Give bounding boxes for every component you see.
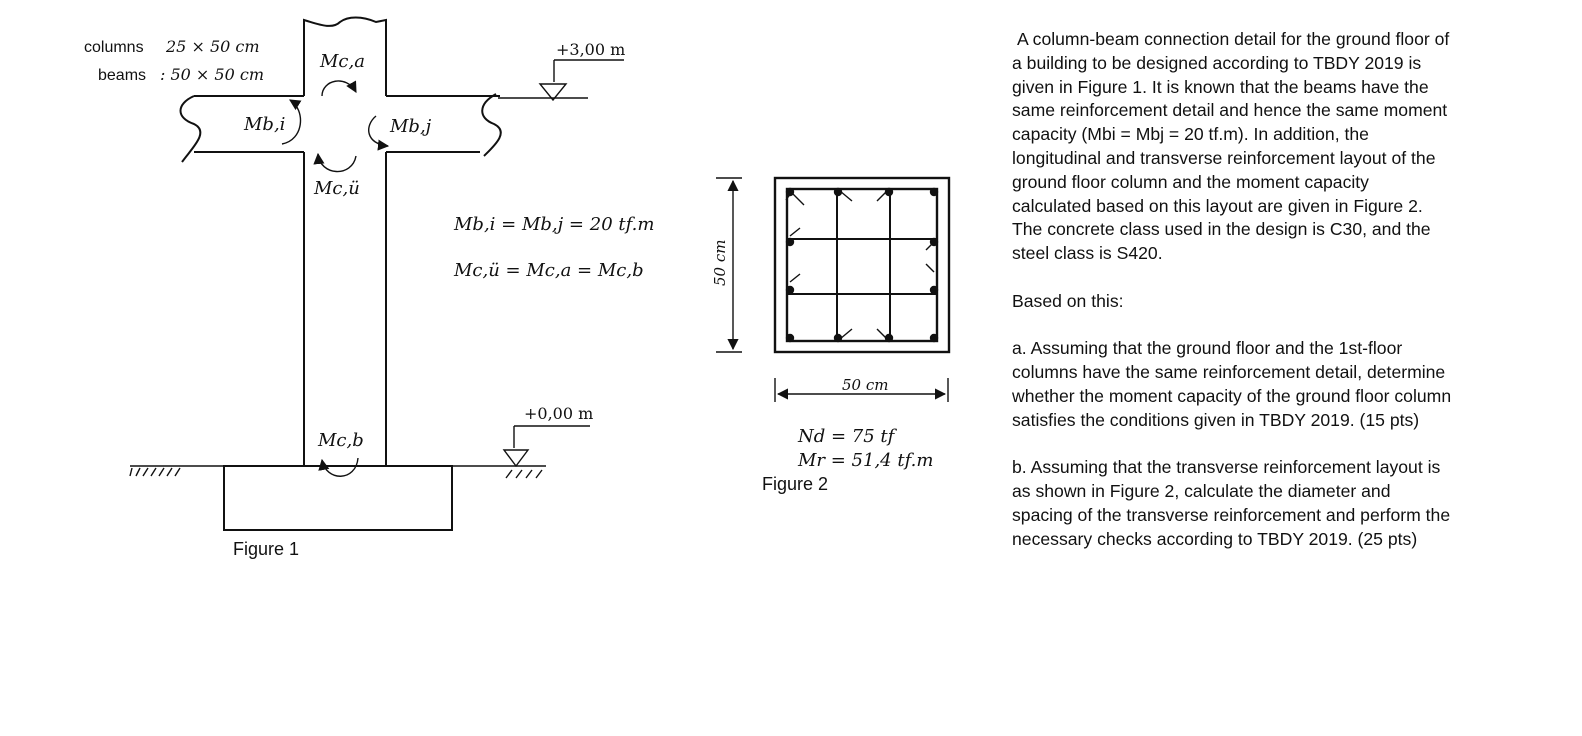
elevation-top-label: +3,00 m [556, 40, 625, 59]
upper-column [303, 16, 387, 96]
height-dimension: 50 cm [711, 177, 742, 353]
lower-column [303, 152, 387, 466]
beam-break-right [481, 93, 502, 157]
problem-based-on: Based on this: [1012, 290, 1124, 311]
equation-beam-moments: Mb,i = Mb,j = 20 tf.m [453, 214, 654, 235]
axial-load-label: Nd = 75 tf [797, 426, 898, 447]
beams-size: : 50 × 50 cm [160, 65, 264, 84]
elevation-marker-bottom: +0,00 m [502, 404, 593, 479]
moment-label-mbj: Mb,j [389, 116, 432, 137]
moment-arrow-mcb [318, 457, 359, 477]
beam-break-left [179, 95, 202, 163]
problem-intro: A column-beam connection detail for the … [1012, 29, 1450, 264]
beams-label: beams [98, 67, 146, 84]
moment-capacity-label: Mr = 51,4 tf.m [797, 450, 933, 471]
moment-label-mca: Mc,a [319, 51, 365, 72]
foundation [130, 465, 546, 531]
width-dimension: 50 cm [774, 376, 949, 402]
moment-arrow-mbj [368, 115, 390, 151]
height-dim-label: 50 cm [711, 240, 729, 286]
moment-label-mcu: Mc,ü [313, 178, 360, 199]
figure-1-caption: Figure 1 [233, 539, 299, 559]
figure-2: 50 cm [711, 176, 951, 494]
elevation-marker-top: +3,00 m [498, 40, 625, 102]
concrete-outline [773, 176, 951, 354]
moment-arrow-mcu [313, 152, 357, 173]
width-dim-label: 50 cm [842, 376, 888, 394]
problem-part-a: a. Assuming that the ground floor and th… [1012, 338, 1452, 430]
equation-column-moments: Mc,ü = Mc,a = Mc,b [453, 260, 644, 281]
moment-arrow-mbi [281, 99, 302, 145]
elevation-bottom-label: +0,00 m [524, 404, 593, 423]
moment-label-mcb: Mc,b [317, 430, 364, 451]
columns-label: columns [84, 39, 144, 56]
moment-arrow-mca [321, 80, 357, 97]
beam [179, 93, 502, 163]
moment-label-mbi: Mb,i [243, 114, 285, 135]
figure-2-caption: Figure 2 [762, 474, 828, 494]
problem-statement: A column-beam connection detail for the … [1012, 28, 1452, 575]
figure-1: columns 25 × 50 cm beams : 50 × 50 cm [84, 16, 654, 559]
column-section [773, 176, 951, 354]
ground-hatch-left [129, 467, 181, 477]
columns-size: 25 × 50 cm [165, 37, 260, 56]
problem-part-b: b. Assuming that the transverse reinforc… [1012, 457, 1451, 549]
longitudinal-bars [785, 187, 939, 343]
main-stirrup [785, 187, 939, 343]
